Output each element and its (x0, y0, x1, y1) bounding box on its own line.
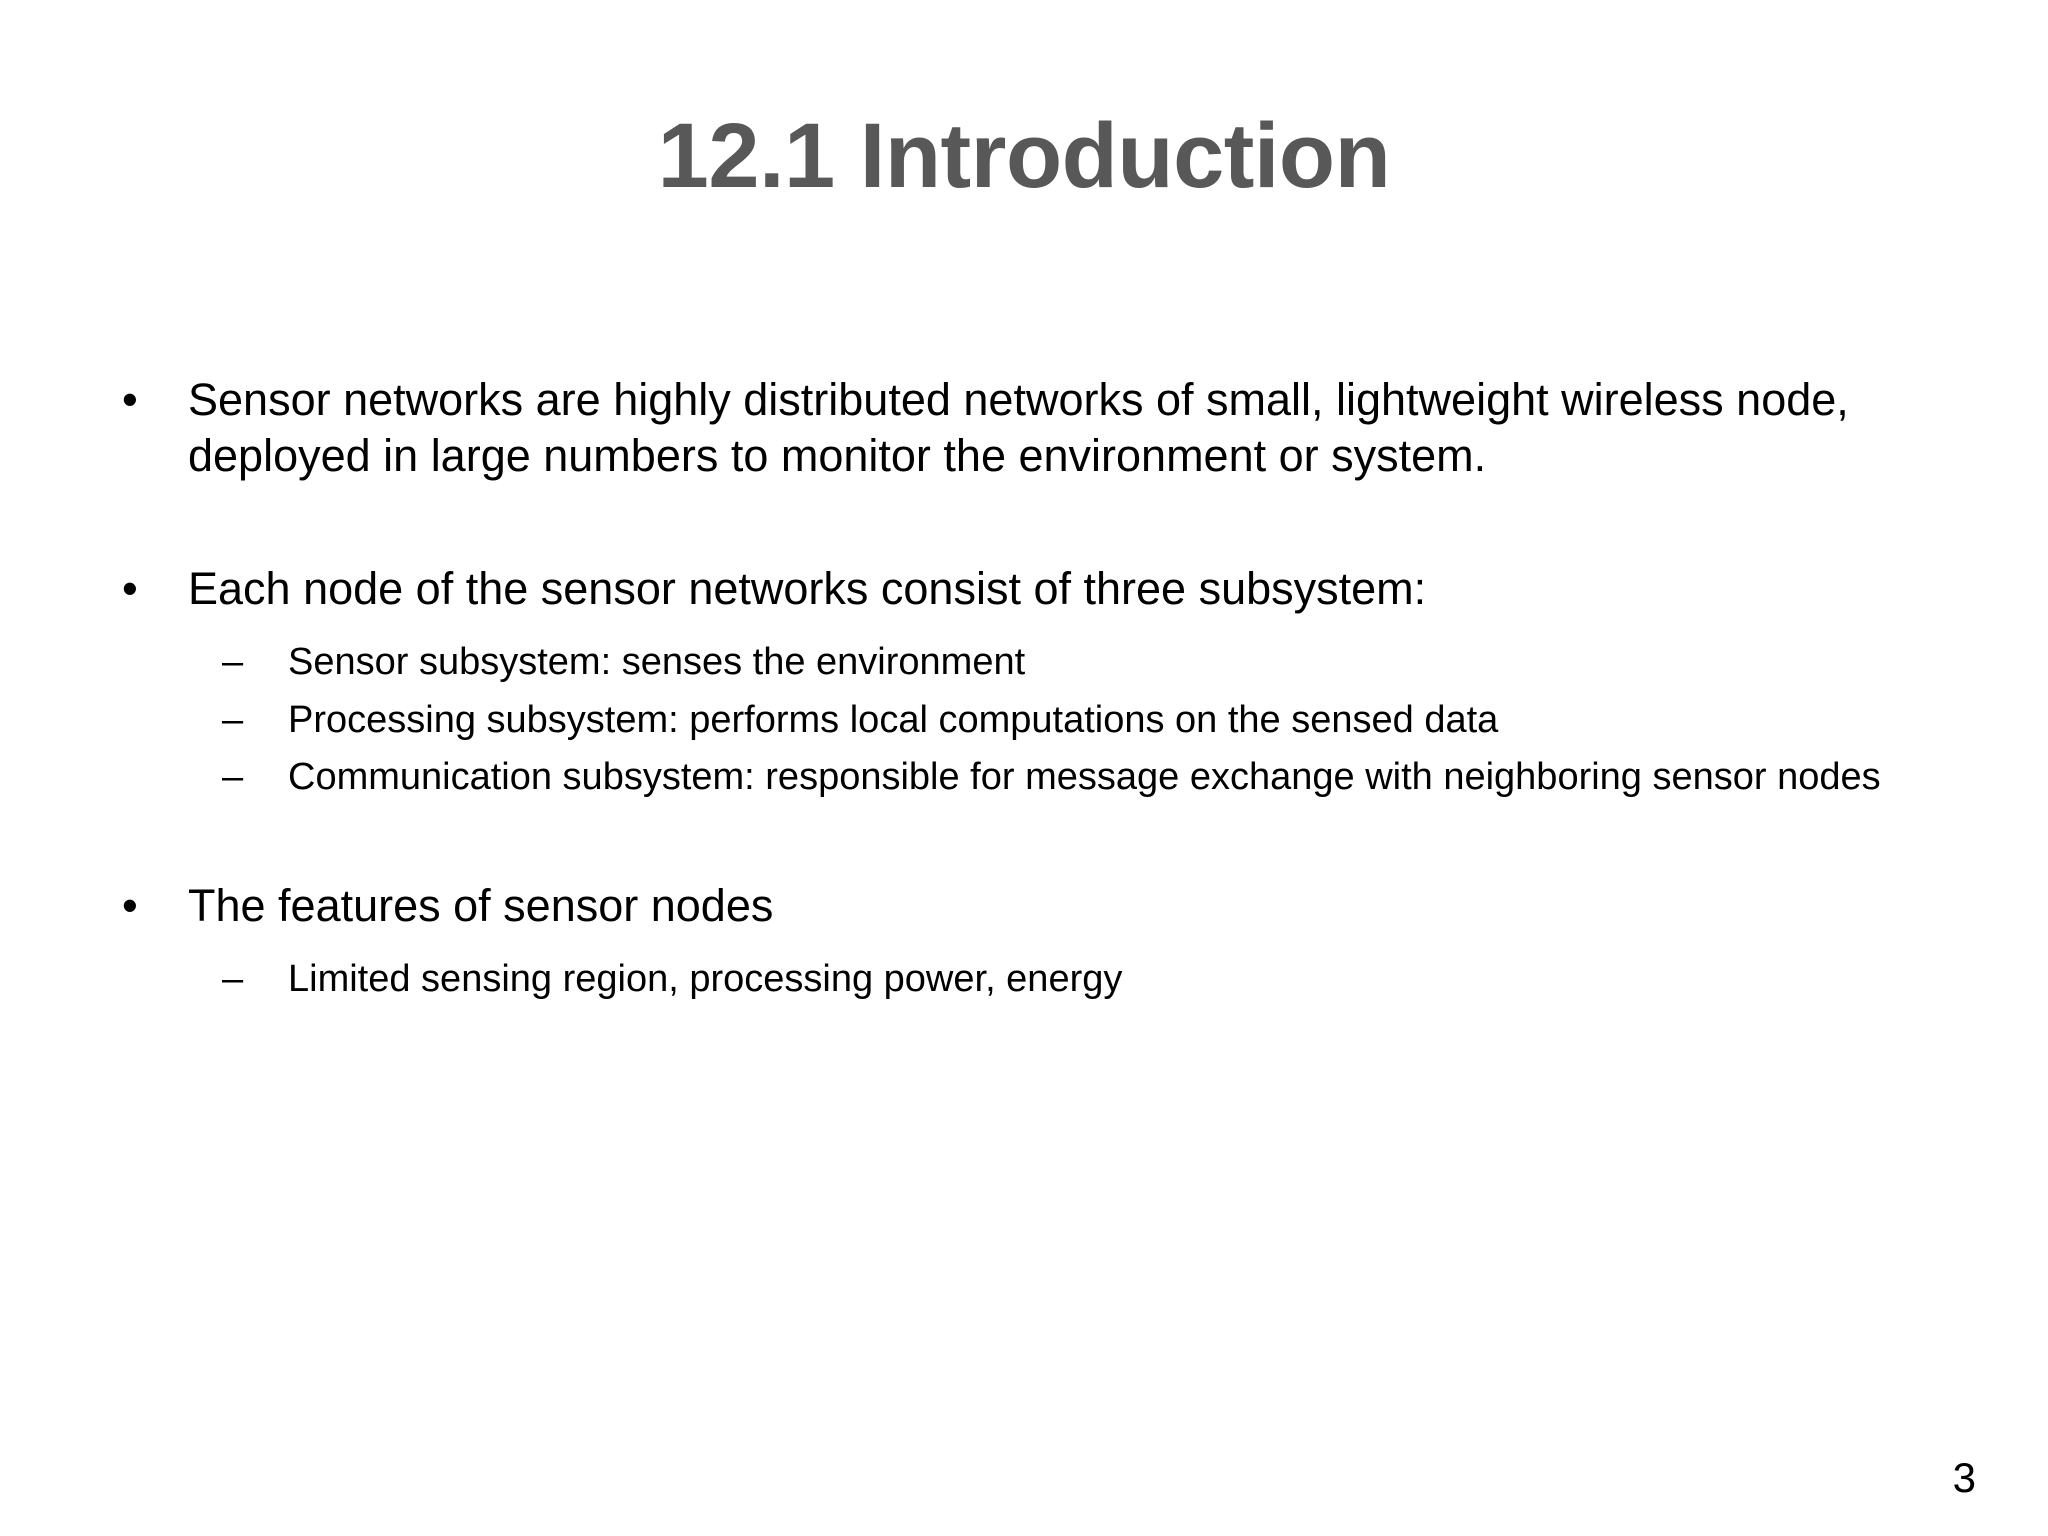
sub-bullet-item-3-1: – Limited sensing region, processing pow… (110, 956, 1970, 1004)
dash-marker-icon: – (222, 641, 244, 684)
page-number: 3 (1952, 1454, 1976, 1501)
spacer (110, 744, 1970, 754)
bullet-item-1: • Sensor networks are highly distributed… (110, 372, 1970, 485)
sub-bullet-text-2-3: Communication subsystem: responsible for… (288, 756, 1881, 799)
spacer (110, 687, 1970, 697)
spacer (110, 934, 1970, 956)
bullet-text-2: Each node of the sensor networks consist… (188, 562, 1427, 614)
sub-bullet-item-2-3: – Communication subsystem: responsible f… (110, 754, 1970, 802)
bullet-text-1: Sensor networks are highly distributed n… (188, 374, 1849, 482)
dash-marker-icon: – (222, 698, 244, 741)
bullet-text-3: The features of sensor nodes (188, 879, 774, 931)
bullet-item-2: • Each node of the sensor networks consi… (110, 561, 1970, 617)
sub-bullet-item-2-2: – Processing subsystem: performs local c… (110, 697, 1970, 745)
sub-bullet-text-2-1: Sensor subsystem: senses the environment (288, 641, 1026, 684)
spacer (110, 802, 1970, 878)
sub-bullet-item-2-1: – Sensor subsystem: senses the environme… (110, 639, 1970, 687)
page-title: 12.1 Introduction (657, 105, 1391, 207)
bullet-marker-icon: • (122, 374, 138, 425)
spacer (110, 617, 1970, 639)
bullet-marker-icon: • (122, 879, 138, 931)
bullet-item-3: • The features of sensor nodes (110, 878, 1970, 934)
sub-bullet-text-2-2: Processing subsystem: performs local com… (288, 698, 1499, 741)
dash-marker-icon: – (222, 756, 244, 799)
dash-marker-icon: – (222, 958, 244, 1001)
spacer (110, 485, 1970, 561)
sub-bullet-text-3-1: Limited sensing region, processing power… (288, 958, 1123, 1001)
bullet-marker-icon: • (122, 562, 138, 614)
slide-body: • Sensor networks are highly distributed… (110, 372, 1970, 1004)
